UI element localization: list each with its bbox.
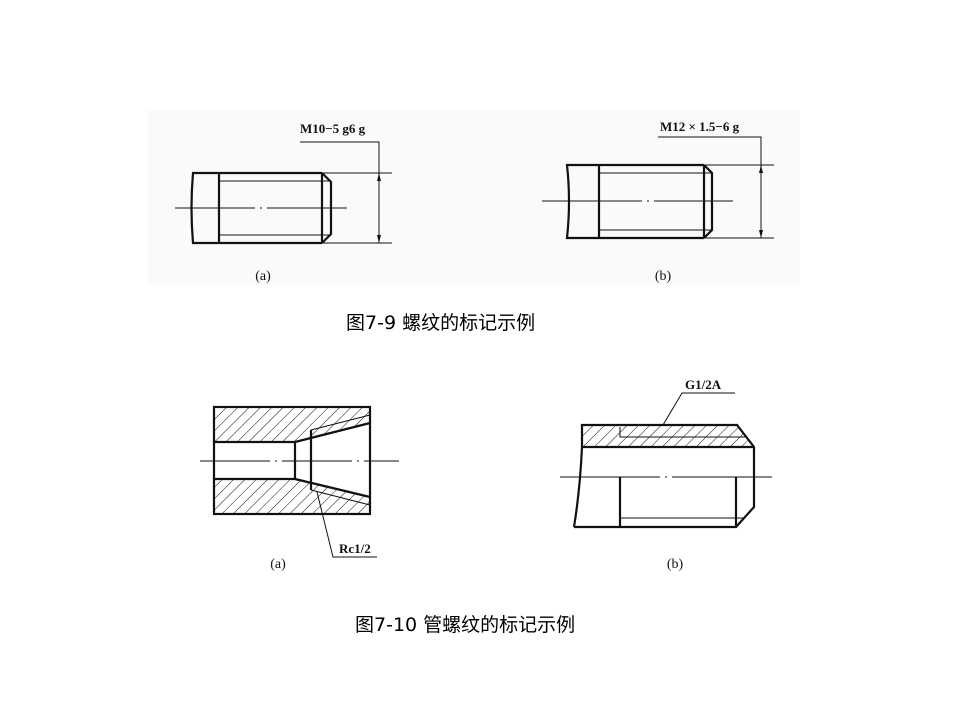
subfigure-label-a: (a)	[255, 269, 271, 284]
annotation-rc: Rc1/2	[339, 541, 371, 556]
figure-7-9-background	[148, 110, 800, 285]
subfigure-label-b: (b)	[655, 269, 672, 284]
annotation-m12: M12 × 1.5−6 g	[660, 119, 740, 134]
figure-7-9a-bolt-drawing: M10−5 g6 g (a)	[175, 121, 392, 284]
figure-7-9-caption: 图7-9 螺纹的标记示例	[346, 312, 536, 334]
annotation-g: G1/2A	[685, 377, 722, 392]
figure-7-9b-bolt-drawing: M12 × 1.5−6 g (b)	[542, 119, 774, 284]
figure-7-10-caption: 图7-10 管螺纹的标记示例	[355, 614, 576, 636]
subfigure-label-b: (b)	[667, 557, 684, 572]
figure-7-10b-pipe-section: G1/2A (b)	[560, 377, 775, 572]
figure-7-10a-pipe-fitting-section: Rc1/2 (a)	[200, 405, 399, 572]
subfigure-label-a: (a)	[270, 557, 286, 572]
annotation-m10: M10−5 g6 g	[300, 121, 366, 136]
